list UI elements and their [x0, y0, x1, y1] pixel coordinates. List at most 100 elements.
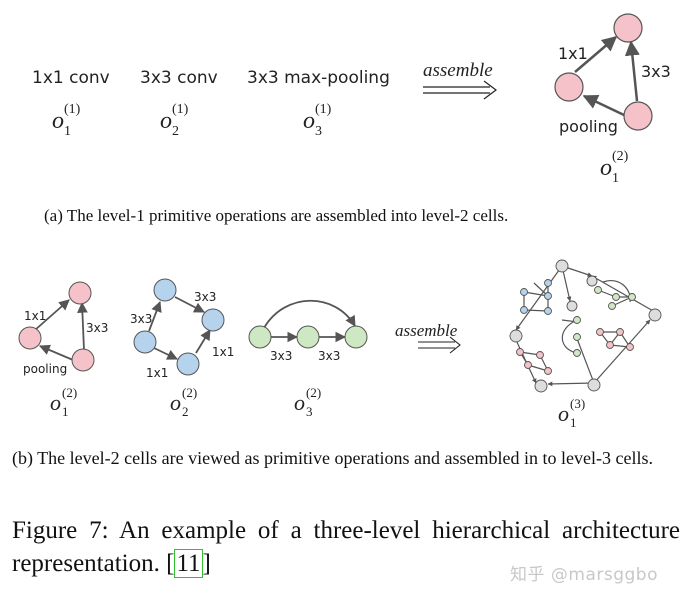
cell-a-edge-3x3-label: 3x3	[641, 62, 671, 81]
level3-node-pink	[626, 343, 634, 351]
cell-b2-node-left	[133, 330, 157, 354]
cell-a-node-left	[554, 72, 584, 102]
cell-a-edge-1x1-label: 1x1	[558, 44, 588, 63]
cell-a-graph: 1x1 3x3 pooling o 1 (2)	[554, 13, 671, 186]
svg-text:(1): (1)	[64, 102, 81, 117]
cell-b2-node-right	[201, 308, 225, 332]
svg-text:(2): (2)	[306, 385, 321, 400]
level3-node-green	[608, 302, 616, 310]
cell-b2-graph: 3x3 3x3 1x1 1x1	[130, 278, 234, 380]
svg-text:(3): (3)	[570, 396, 585, 411]
assemble-label-b: assemble	[395, 321, 458, 340]
svg-text:(2): (2)	[62, 385, 77, 400]
figure-caption-suffix: ]	[202, 550, 211, 577]
cell-b2-edge-3x3-top-label: 3x3	[194, 290, 216, 304]
cell-b3-node-3	[344, 325, 368, 349]
cell-b3-node-2	[296, 325, 320, 349]
cell-a-symbol: o 1 (2)	[600, 149, 629, 186]
svg-text:o: o	[160, 108, 172, 134]
svg-text:(2): (2)	[612, 149, 629, 164]
cell-b2-edge-3x3-left-label: 3x3	[130, 312, 152, 326]
svg-text:o: o	[50, 390, 61, 415]
caption-b: (b) The level-2 cells are viewed as prim…	[12, 448, 653, 468]
figure-caption-text: Figure 7: An example of a three-level hi…	[12, 517, 680, 577]
level3-node-output	[587, 378, 601, 392]
level3-node	[566, 300, 578, 312]
cell-b3-symbol: o 3 (2)	[294, 385, 321, 419]
op-1-symbol: o 1 (1)	[52, 102, 81, 139]
edge-pooling	[582, 94, 625, 117]
level3-node-pink	[606, 341, 614, 349]
svg-text:o: o	[303, 108, 315, 134]
svg-text:(2): (2)	[182, 385, 197, 400]
level3-node-pink	[616, 328, 624, 336]
level3-node-green	[612, 293, 620, 301]
assemble-label-a: assemble	[423, 60, 493, 81]
svg-text:o: o	[600, 155, 612, 181]
svg-text:3: 3	[306, 404, 313, 419]
cell-b2-edge-1x1-right-label: 1x1	[212, 345, 234, 359]
level3-node-pink	[516, 348, 524, 356]
cell-b3-edge-3x3-b-label: 3x3	[318, 349, 340, 363]
cell-b3-node-1	[248, 325, 272, 349]
watermark: 知乎 @marsggbo	[510, 565, 659, 585]
svg-text:o: o	[558, 401, 569, 426]
svg-text:3: 3	[315, 124, 322, 139]
double-arrow-b-icon	[418, 336, 461, 354]
op-3x3-conv-label: 3x3 conv	[140, 68, 218, 88]
edge-1x1	[574, 36, 618, 73]
level3-node-blue	[544, 292, 552, 300]
cell-b2-symbol: o 2 (2)	[170, 385, 197, 419]
level3-node	[648, 308, 662, 322]
level3-node-green	[573, 333, 581, 341]
svg-text:1: 1	[62, 404, 69, 419]
svg-text:1: 1	[64, 124, 71, 139]
level3-symbol: o 1 (3)	[558, 396, 585, 430]
svg-text:2: 2	[182, 404, 189, 419]
level3-node-green	[573, 349, 581, 357]
cell-b1-pooling-label: pooling	[23, 362, 67, 376]
level3-node-input	[555, 259, 569, 273]
cell-b2-node-bottom	[176, 352, 200, 376]
cell-b1-graph: 1x1 3x3 pooling	[18, 281, 108, 376]
level3-node-pink	[596, 328, 604, 336]
panel-b: 1x1 3x3 pooling 3x3 3x3 1x1 1x1	[18, 259, 662, 430]
level3-nodes	[509, 259, 662, 393]
level3-node-green	[628, 293, 636, 301]
cell-b2-node-top	[153, 278, 177, 302]
cell-b1-edge-3x3-label: 3x3	[86, 321, 108, 335]
svg-text:o: o	[170, 390, 181, 415]
level3-node-blue	[520, 288, 528, 296]
level3-graph	[515, 265, 656, 387]
svg-text:(1): (1)	[315, 102, 332, 117]
svg-text:o: o	[52, 108, 64, 134]
level3-node-blue	[520, 306, 528, 314]
level3-node-blue	[544, 279, 552, 287]
level3-node	[534, 379, 548, 393]
svg-text:(1): (1)	[172, 102, 189, 117]
op-3-symbol: o 3 (1)	[303, 102, 332, 139]
level3-node	[509, 329, 523, 343]
level3-node-pink	[536, 351, 544, 359]
op-3x3-maxpool-label: 3x3 max-pooling	[247, 68, 390, 88]
op-1x1-conv-label: 1x1 conv	[32, 68, 110, 88]
cell-a-node-top	[613, 13, 643, 43]
cell-b1-node-left	[18, 326, 42, 350]
level3-node-pink	[544, 367, 552, 375]
cell-b3-graph: 3x3 3x3	[248, 299, 368, 363]
svg-text:o: o	[294, 390, 305, 415]
caption-a: (a) The level-1 primitive operations are…	[44, 206, 508, 225]
cell-b3-edge-3x3-a-label: 3x3	[270, 349, 292, 363]
cell-b1-edge-1x1-label: 1x1	[24, 309, 46, 323]
op-2-symbol: o 2 (1)	[160, 102, 189, 139]
panel-a: 1x1 conv 3x3 conv 3x3 max-pooling o 1 (1…	[32, 13, 671, 225]
citation-link[interactable]: 11	[174, 549, 203, 578]
figure-caption: Figure 7: An example of a three-level hi…	[12, 514, 680, 580]
cell-b2-edge-1x1-bottom-label: 1x1	[146, 366, 168, 380]
edge-3x3	[624, 40, 640, 102]
cell-a-node-bottom	[623, 101, 653, 131]
level3-node-blue	[544, 307, 552, 315]
svg-text:1: 1	[570, 415, 577, 430]
level3-node-pink	[524, 361, 532, 369]
